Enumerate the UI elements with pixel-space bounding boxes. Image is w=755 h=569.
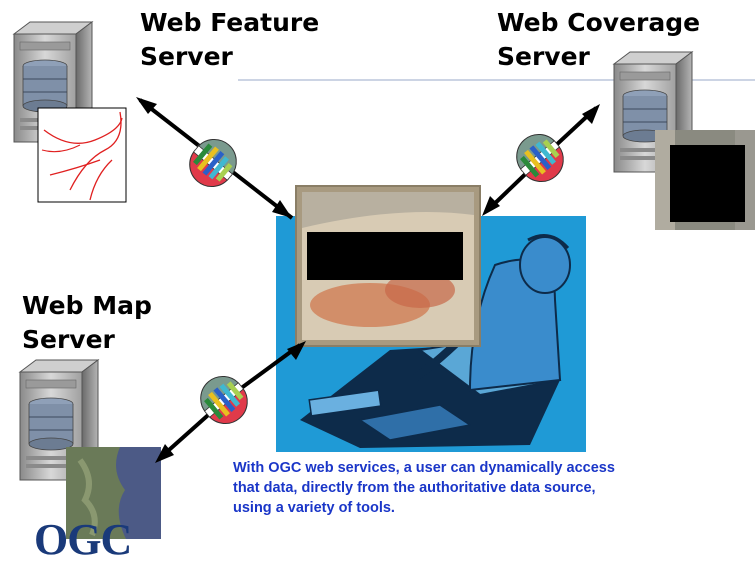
display-screen <box>295 185 481 347</box>
coverage-image-thumbnail <box>655 130 755 230</box>
feature-map-thumbnail <box>37 107 127 203</box>
satellite-image-thumbnail <box>66 447 161 539</box>
caption-text: With OGC web services, a user can dynami… <box>233 460 615 516</box>
web-feature-server-label: Web Feature Server <box>140 8 320 71</box>
web-coverage-server-label: Web Coverage Server <box>497 8 701 71</box>
web-map-server-label: Web Map Server <box>22 291 152 354</box>
ogc-logo: OGC <box>34 515 132 564</box>
